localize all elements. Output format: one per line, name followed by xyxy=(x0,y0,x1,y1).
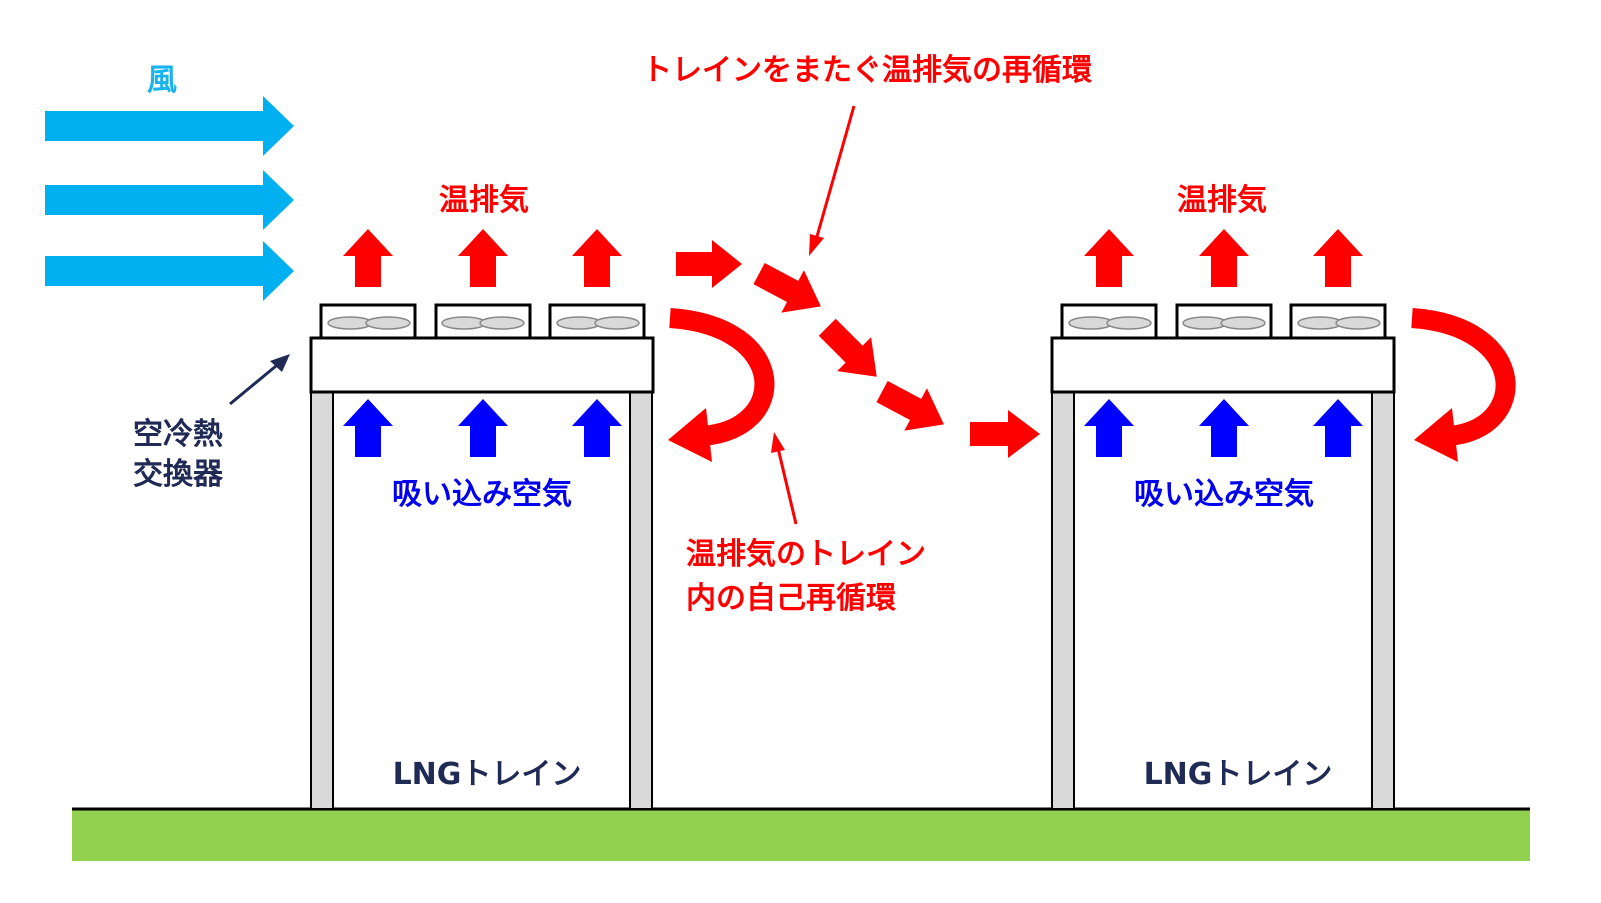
heat-exchanger-deck xyxy=(1050,336,1396,394)
pillar-right xyxy=(1371,391,1395,810)
intake-label-left: 吸い込み空気 xyxy=(392,477,572,512)
intake-arrows-right xyxy=(1084,399,1363,457)
exhaust-label-left: 温排気 xyxy=(439,183,529,218)
self-recirculation-label-line2: 内の自己再循環 xyxy=(686,581,896,616)
lng-train-label-left: LNGトレイン xyxy=(392,757,582,792)
exhaust-label-right: 温排気 xyxy=(1177,183,1267,218)
fan-blades xyxy=(327,316,640,330)
heat-exchanger-deck xyxy=(309,336,655,394)
pillar-left xyxy=(1051,391,1075,810)
exhaust-arrows-right xyxy=(1084,229,1363,287)
pillar-left xyxy=(310,391,334,810)
wind-arrow xyxy=(45,241,294,301)
intake-label-right: 吸い込み空気 xyxy=(1134,477,1314,512)
fan-blades xyxy=(1068,316,1381,330)
wind-arrow xyxy=(45,170,294,230)
pointer-heat-exchanger xyxy=(229,354,290,406)
self-recirculation-arrow-right xyxy=(1411,308,1516,462)
self-recirculation-arrow-left xyxy=(668,308,775,462)
intake-arrows-left xyxy=(343,399,622,457)
heat-exchanger-label-line1: 空冷熱 xyxy=(133,417,223,452)
heat-exchanger-label-line2: 交換器 xyxy=(133,457,223,492)
inter-train-recirculation-label: トレインをまたぐ温排気の再循環 xyxy=(642,53,1092,88)
pointer-inter-train xyxy=(809,105,856,256)
lng-train-label-right: LNGトレイン xyxy=(1143,757,1333,792)
inter-train-recirculation-arrows xyxy=(676,240,1040,458)
wind-label: 風 xyxy=(147,63,177,98)
exhaust-arrows-left xyxy=(343,229,622,287)
wind-arrow xyxy=(45,96,294,156)
self-recirculation-label-line1: 温排気のトレイン xyxy=(686,537,926,572)
lng-train-left xyxy=(309,229,655,810)
ground xyxy=(72,809,1530,861)
pointer-self-recirculation xyxy=(771,432,798,525)
pillar-right xyxy=(629,391,653,810)
wind-arrows xyxy=(45,96,294,301)
lng-train-right xyxy=(1050,229,1396,810)
